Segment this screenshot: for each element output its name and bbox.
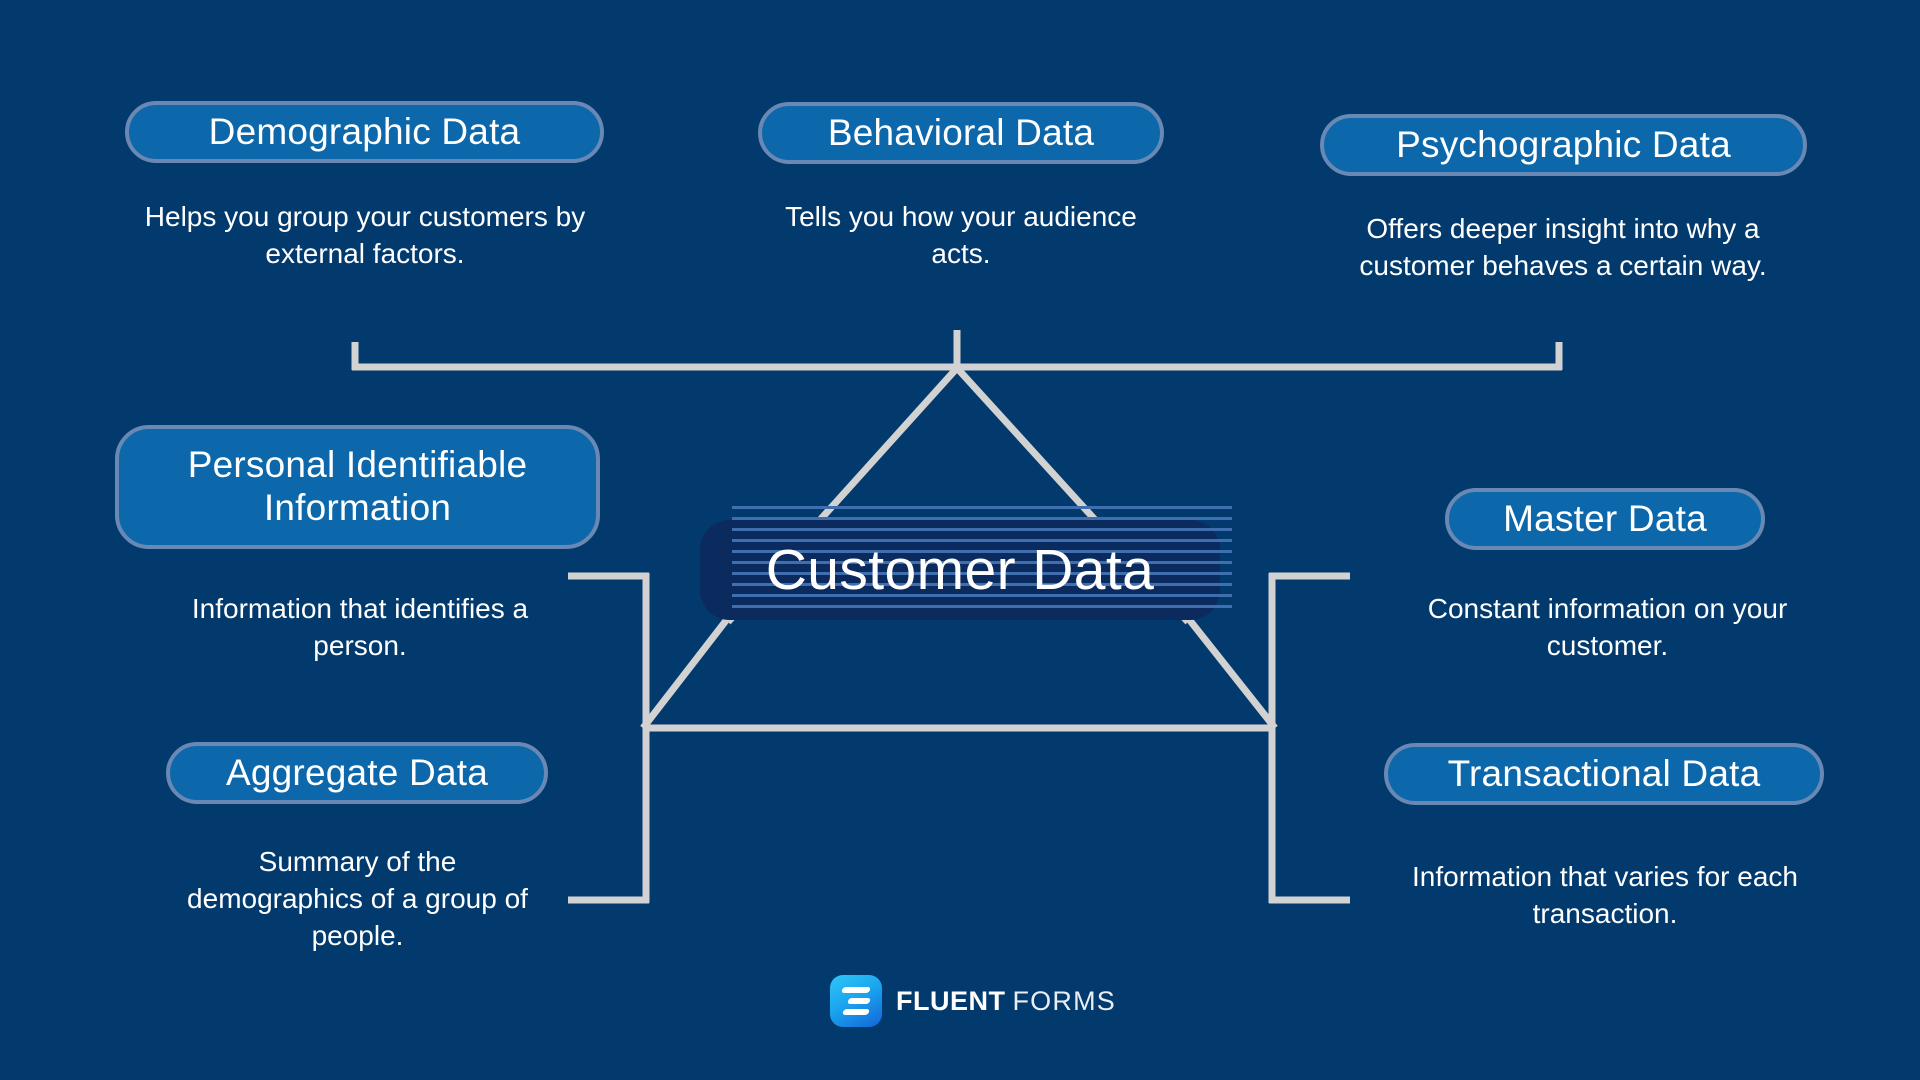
caption-behavioral-data: Tells you how your audience acts. [785,201,1137,270]
pill-label: Personal Identifiable Information [187,444,528,528]
logo-bar-2 [847,998,871,1004]
pill-label: Behavioral Data [827,111,1095,153]
caption-demographic-data: Helps you group your customers by extern… [144,201,586,270]
fluent-forms-logo-icon [830,975,882,1027]
pill-master-data[interactable]: Master Data [1445,488,1765,550]
pill-label: Aggregate Data [226,751,488,793]
pill-label: Transactional Data [1447,752,1761,794]
caption-personal-identifiable-information: Information that identifies a person. [191,593,529,662]
lower-diagonal-right [1185,615,1278,731]
lower-diagonal-left [640,615,731,731]
logo-bar-1 [841,987,871,993]
pill-label: Master Data [1503,497,1707,539]
caption-aggregate-data: Summary of the demographics of a group o… [187,846,528,952]
brand-name-bold: FLUENT [896,985,1006,1016]
center-node-customer-data[interactable]: Customer Data [700,506,1232,620]
pill-label: Demographic Data [208,110,521,152]
brand-lockup[interactable]: FLUENT FORMS [830,975,1116,1027]
pill-behavioral-data[interactable]: Behavioral Data [758,102,1164,164]
caption-psychographic-data: Offers deeper insight into why a custome… [1359,213,1767,282]
pill-transactional-data[interactable]: Transactional Data [1384,743,1824,805]
pill-aggregate-data[interactable]: Aggregate Data [166,742,548,804]
caption-master-data: Constant information on your customer. [1427,593,1788,662]
logo-bar-3 [842,1009,870,1015]
pill-demographic-data[interactable]: Demographic Data [125,101,604,163]
brand-name-light: FORMS [1012,985,1116,1016]
center-node-stripes [732,506,1232,610]
center-node-label: Customer Data [765,538,1155,602]
pill-label: Psychographic Data [1396,123,1731,165]
pill-psychographic-data[interactable]: Psychographic Data [1320,114,1807,176]
caption-transactional-data: Information that varies for each transac… [1412,861,1798,930]
pill-personal-identifiable-information[interactable]: Personal Identifiable Information [115,425,600,549]
brand-wordmark: FLUENT FORMS [896,986,1116,1017]
